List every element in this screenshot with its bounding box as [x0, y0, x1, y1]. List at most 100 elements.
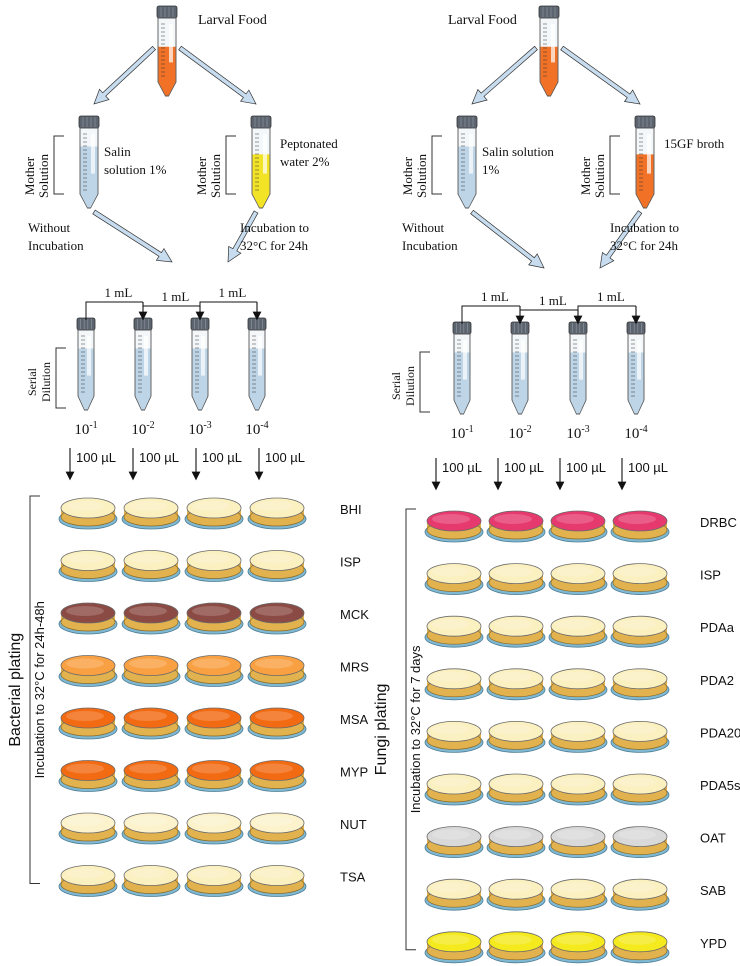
branch-b-label: 32°C for 24h	[610, 238, 679, 253]
branch-b-label: Incubation to	[240, 220, 309, 235]
branch-a-label: Without	[28, 220, 70, 235]
medium-label-pdaa: PDAa	[700, 620, 735, 635]
medium-label-bhi: BHI	[340, 502, 362, 517]
mother-label-a: Solution	[414, 153, 429, 198]
petri-dish-isp-1	[424, 563, 484, 595]
plating-volume-label: 100 µL	[76, 450, 116, 465]
dilution-label-1: 10-1	[74, 420, 97, 438]
medium-label-pda5s: PDA5s	[700, 778, 740, 793]
dilution-label-1: 10-1	[450, 424, 473, 442]
arrow-without-incubation	[92, 209, 173, 263]
petri-dish-pda5s-3	[548, 773, 608, 806]
petri-dish-pdaa-4	[610, 615, 670, 648]
arrow-with-incubation	[227, 210, 259, 263]
transfer-volume-label: 1 mL	[481, 289, 509, 304]
petri-dish-mck-3	[184, 602, 244, 635]
petri-dish-oat-2	[486, 826, 546, 858]
petri-dish-oat-3	[548, 826, 608, 858]
petri-dish-oat-4	[610, 826, 670, 858]
petri-dish-myp-2	[121, 760, 181, 792]
plating-volume-label: 100 µL	[566, 460, 606, 475]
petri-dish-pda5s-1	[424, 773, 484, 806]
plating-volume-label: 100 µL	[265, 450, 305, 465]
petri-dish-bhi-4	[247, 497, 307, 530]
petri-dish-tsa-3	[184, 865, 244, 897]
petri-dish-isp-4	[610, 563, 670, 595]
petri-dish-drbc-4	[610, 510, 670, 543]
petri-dish-sab-3	[548, 878, 608, 911]
dilution-label-2: 10-2	[508, 424, 531, 442]
dilution-tube-3	[190, 317, 210, 411]
transfer-volume-label: 1 mL	[105, 285, 133, 300]
bracket-mother-b	[609, 135, 620, 195]
medium-label-nut: NUT	[340, 817, 367, 832]
transfer-volume-label: 1 mL	[162, 289, 190, 304]
medium-label-pda2: PDA2	[700, 673, 734, 688]
transfer-line-2	[142, 305, 200, 320]
tube-a-label: solution 1%	[104, 162, 167, 177]
petri-dish-sab-1	[424, 878, 484, 911]
transfer-volume-label: 1 mL	[539, 293, 567, 308]
petri-dish-myp-3	[184, 760, 244, 792]
transfer-line-3	[199, 301, 257, 320]
larval-food-tube	[538, 5, 560, 97]
mother-label-b: Mother	[578, 156, 593, 195]
petri-dish-mrs-2	[121, 655, 181, 687]
petri-dish-myp-1	[58, 760, 118, 792]
petri-dish-oat-1	[424, 826, 484, 858]
transfer-line-2	[519, 309, 578, 324]
petri-dish-mrs-3	[184, 655, 244, 687]
petri-dish-ypd-1	[424, 931, 484, 964]
petri-dish-isp-1	[58, 550, 118, 582]
dilution-tube-2	[510, 321, 530, 415]
serial-label: Serial	[25, 367, 39, 396]
plating-volume-label: 100 µL	[202, 450, 242, 465]
dilution-label-2: 10-2	[131, 420, 154, 438]
dilution-tube-1	[76, 317, 96, 411]
plating-incubation-text: Incubation to 32°C for 24h-48h	[32, 601, 47, 778]
arrow-to-tube-a	[471, 45, 538, 105]
bracket-serial	[419, 351, 430, 413]
petri-dish-isp-2	[486, 563, 546, 595]
dilution-tube-4	[626, 321, 646, 415]
transfer-volume-label: 1 mL	[219, 285, 247, 300]
bracket-mother-a	[431, 135, 442, 195]
arrow-to-tube-a	[93, 45, 156, 105]
tube-a-label: Salin solution	[482, 144, 554, 159]
petri-dish-isp-4	[247, 550, 307, 582]
branch-b-label: Incubation to	[610, 220, 679, 235]
mother-tube-a	[456, 115, 478, 209]
medium-label-mrs: MRS	[340, 660, 369, 675]
plating-bracket	[405, 508, 416, 951]
petri-dish-mrs-1	[58, 655, 118, 687]
petri-dish-ypd-2	[486, 931, 546, 964]
tube-a-label: Salin	[104, 144, 131, 159]
serial-label: Dilution	[403, 366, 417, 406]
tube-b-label: water 2%	[280, 154, 330, 169]
petri-dish-isp-3	[548, 563, 608, 595]
petri-dish-isp-2	[121, 550, 181, 582]
petri-dish-tsa-2	[121, 865, 181, 897]
dilution-tube-4	[247, 317, 267, 411]
larval-food-label: Larval Food	[198, 13, 267, 28]
arrow-to-tube-b	[178, 45, 257, 105]
petri-dish-pda5s-4	[610, 773, 670, 806]
transfer-volume-label: 1 mL	[597, 289, 625, 304]
petri-dish-msa-1	[58, 707, 118, 740]
petri-dish-pda2-4	[610, 668, 670, 701]
tube-a-label: 1%	[482, 162, 500, 177]
branch-b-label: 32°C for 24h	[240, 238, 309, 253]
plating-title: Bacterial plating	[7, 633, 24, 747]
medium-label-pda20: PDA20	[700, 725, 740, 740]
medium-label-tsa: TSA	[340, 870, 366, 885]
medium-label-msa: MSA	[340, 712, 369, 727]
petri-dish-nut-2	[121, 812, 181, 845]
medium-label-myp: MYP	[340, 765, 368, 780]
bracket-serial	[55, 347, 66, 409]
mother-label-a: Mother	[22, 156, 37, 195]
bracket-mother-b	[225, 135, 236, 195]
petri-dish-mck-4	[247, 602, 307, 635]
